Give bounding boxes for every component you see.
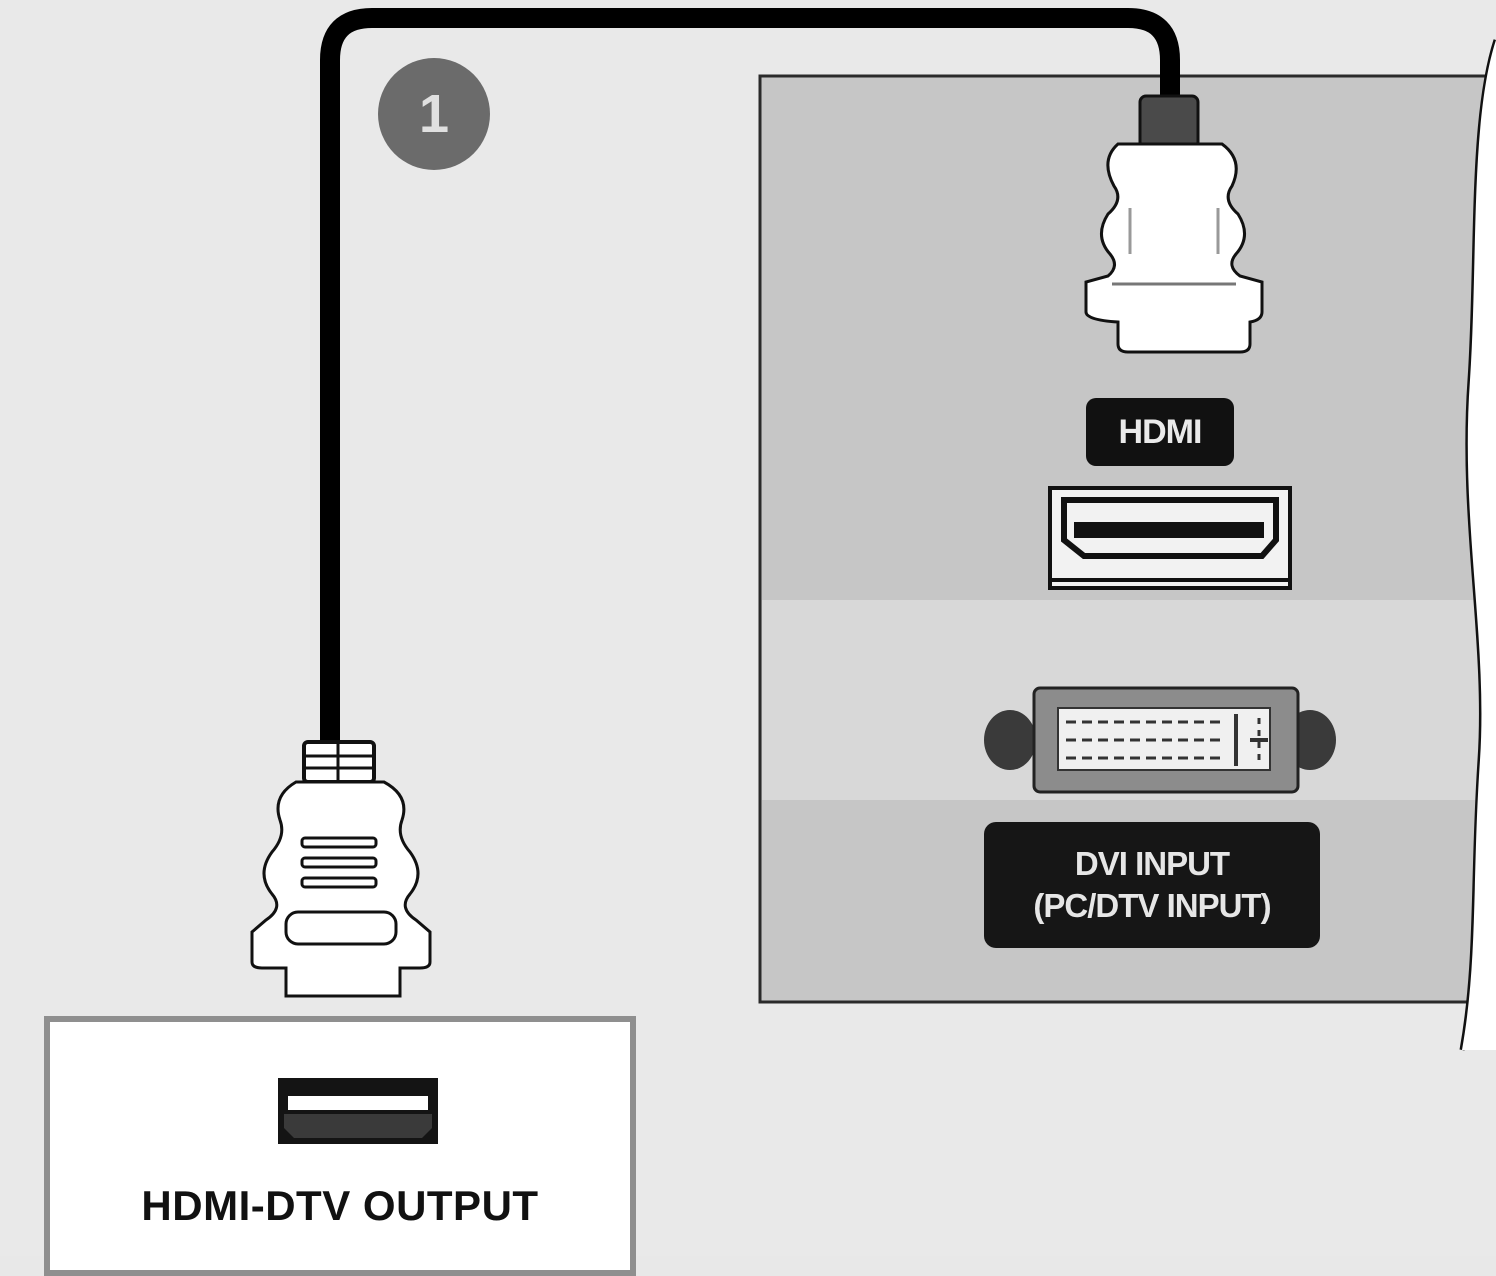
dvi-input-label: DVI INPUT (PC/DTV INPUT) (984, 822, 1320, 948)
step-number: 1 (418, 84, 450, 144)
source-device-panel: HDMI-DTV OUTPUT (44, 1016, 636, 1276)
dvi-label-line1: DVI INPUT (1074, 845, 1230, 882)
dvi-label-line2: (PC/DTV INPUT) (1033, 887, 1271, 924)
hdmi-cable (320, 8, 1180, 742)
hdmi-input-label: HDMI (1086, 398, 1234, 466)
hdmi-plug-icon (250, 740, 432, 998)
step-badge (378, 58, 490, 170)
hdmi-port-icon (1048, 486, 1292, 590)
hdmi-output-port-icon (278, 1078, 438, 1144)
dvi-port-icon (984, 686, 1336, 794)
hdmi-plug-icon (1084, 94, 1264, 354)
hdmi-dtv-output-label: HDMI-DTV OUTPUT (141, 1182, 539, 1229)
